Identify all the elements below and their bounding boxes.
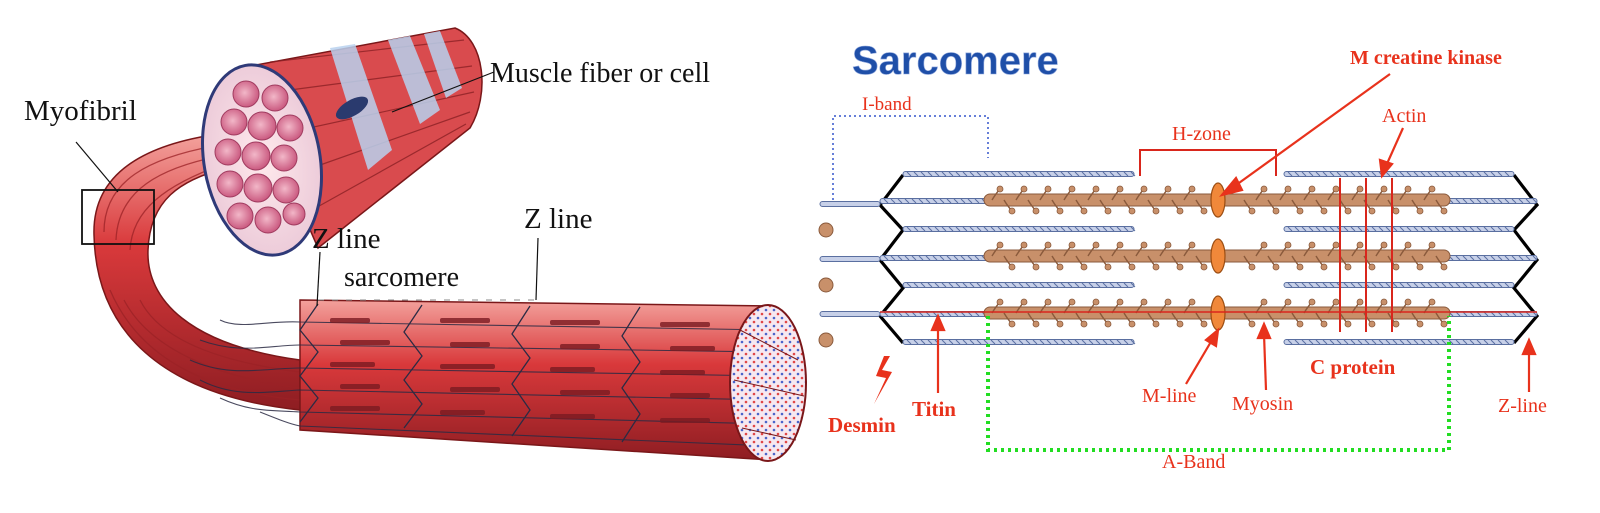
arrow-myosin	[1262, 333, 1268, 391]
fiber-end-cap	[729, 304, 807, 462]
myosin-label: Myosin	[1232, 393, 1293, 415]
actin-filament-stub	[818, 256, 881, 293]
desmin-label: Desmin	[828, 413, 896, 437]
z-line-left-label: Z line	[312, 223, 380, 255]
z-line-right-label: Z line	[524, 203, 592, 235]
actin-filament	[1283, 226, 1515, 232]
actin-filament	[902, 339, 1136, 345]
z-line-label: Z-line	[1498, 395, 1547, 417]
m-line-disc	[1210, 238, 1226, 274]
myofibril-label: Myofibril	[24, 95, 137, 127]
arrow-m-line	[1185, 339, 1213, 385]
actin-filament-stub	[818, 201, 881, 238]
sarcomere-label: sarcomere	[344, 262, 459, 293]
i-band-bracket	[832, 115, 989, 200]
sarcomere-title: Sarcomere	[852, 39, 1059, 83]
c-protein-label: C protein	[1310, 355, 1396, 379]
m-creatine-kinase-label: M creatine kinase	[1350, 47, 1502, 69]
m-line-disc	[1210, 182, 1226, 218]
actin-filament-stub	[818, 311, 881, 348]
m-line-disc	[1210, 295, 1226, 331]
actin-filament	[1283, 339, 1515, 345]
actin-filament	[902, 171, 1136, 177]
arrow-m-creatine-kinase	[1231, 73, 1391, 189]
a-band-bracket	[986, 316, 1451, 452]
h-zone-label: H-zone	[1172, 123, 1231, 145]
c-protein-lines	[1339, 178, 1393, 332]
actin-filament	[902, 282, 1136, 288]
desmin-bolt	[874, 356, 892, 404]
actin-label: Actin	[1382, 105, 1426, 127]
a-band-label: A-Band	[1162, 451, 1225, 473]
arrow-actin	[1384, 127, 1405, 167]
myofibril-highlight-box	[81, 189, 155, 245]
h-zone-bracket	[1139, 149, 1277, 176]
actin-filament	[1283, 282, 1515, 288]
muscle-fiber-illustration	[75, 27, 807, 462]
i-band-label: I-band	[862, 94, 912, 115]
m-line-label: M-line	[1142, 385, 1197, 407]
myosin-filaments	[983, 182, 1451, 331]
sarcomere-diagram	[818, 73, 1540, 452]
actin-filament	[902, 226, 1136, 232]
actin-filament	[1283, 171, 1515, 177]
muscle-fiber-label: Muscle fiber or cell	[490, 58, 710, 89]
titin-label: Titin	[912, 397, 956, 421]
